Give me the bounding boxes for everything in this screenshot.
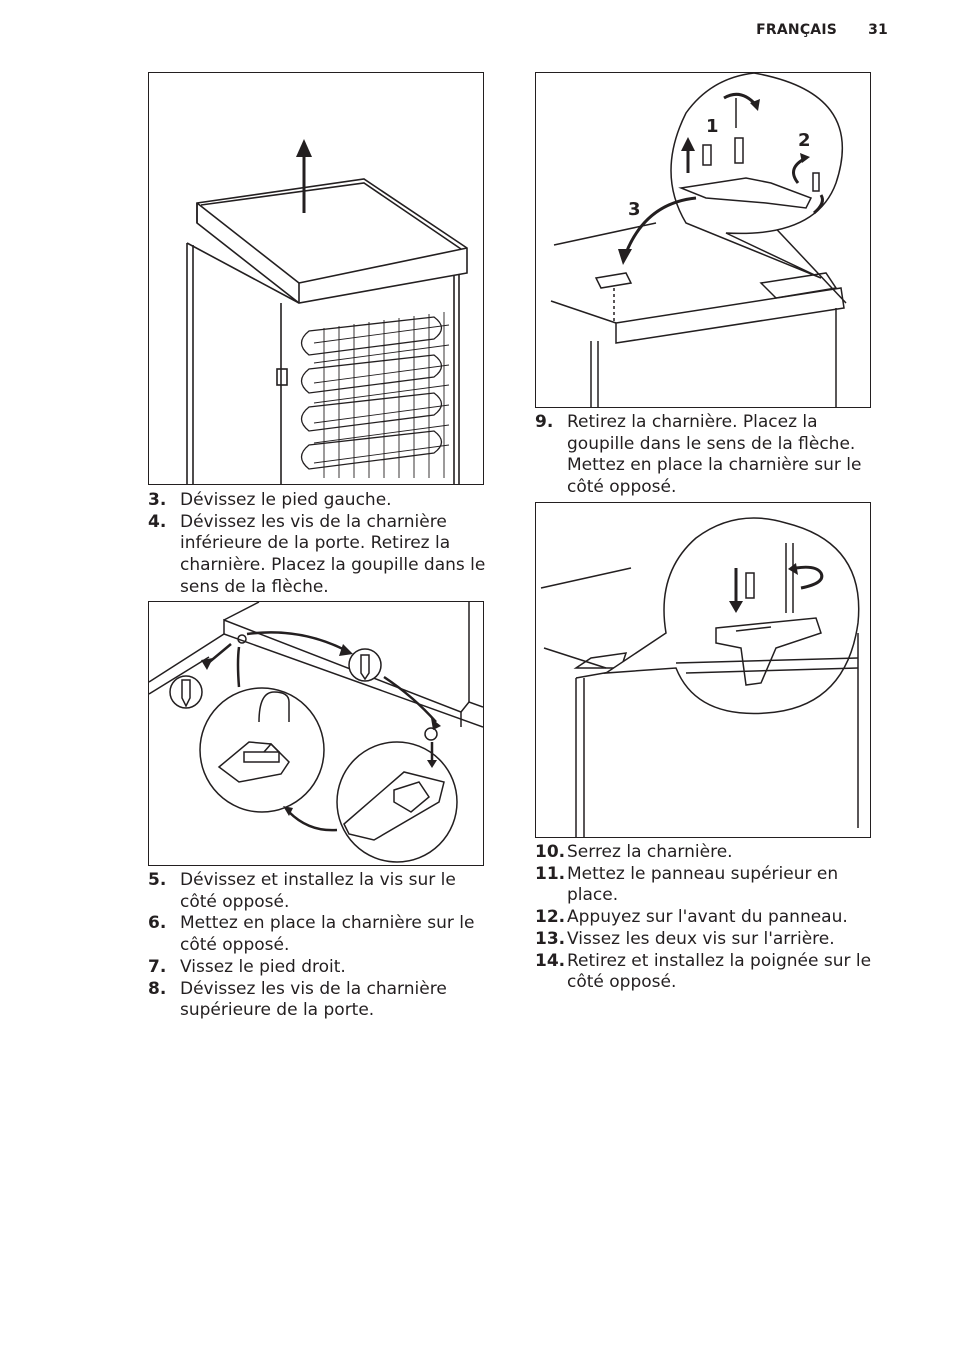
step-item: 13. Vissez les deux vis sur l'arrière.	[535, 928, 835, 949]
steps-list-d: 10. Serrez la charnière. 11. Mettez le p…	[535, 842, 885, 994]
step-item: 5. Dévissez et installez la vis sur le c…	[148, 870, 456, 912]
step-item: 7. Vissez le pied droit.	[148, 956, 346, 977]
step-item: 8. Dévissez les vis de la charnière supé…	[148, 978, 447, 1021]
up-arrow-icon	[296, 139, 312, 213]
step-item: 6. Mettez en place la charnière sur le c…	[148, 913, 475, 956]
step-item: 10. Serrez la charnière.	[535, 842, 733, 862]
screw-icon	[169, 675, 203, 709]
top-panel-illustration	[186, 139, 468, 484]
screw-icon	[348, 648, 382, 682]
figure-upper-hinge: 1 2 3	[535, 72, 871, 408]
step-item: 4. Dévissez les vis de la charnière infé…	[148, 511, 486, 597]
step-item: 9. Retirez la charnière. Placez la goupi…	[535, 412, 862, 498]
callout-2: 2	[798, 130, 811, 151]
step-item: 14. Retirez et installez la poignée sur …	[535, 950, 872, 993]
upper-hinge-illustration: 1 2 3	[550, 73, 847, 407]
language-label: FRANÇAIS	[756, 22, 838, 38]
page-header: FRANÇAIS 31	[756, 22, 888, 38]
steps-list-a: 3. Dévissez le pied gauche. 4. Dévissez …	[148, 490, 488, 599]
page-number: 31	[868, 22, 888, 38]
step-item: 11. Mettez le panneau supérieur en place…	[535, 863, 839, 906]
figure-top-panel-removal	[148, 72, 484, 485]
callout-3: 3	[628, 199, 641, 220]
steps-list-b: 5. Dévissez et installez la vis sur le c…	[148, 870, 498, 1022]
figure-lower-hinge	[148, 601, 484, 866]
step-item: 12. Appuyez sur l'avant du panneau.	[535, 907, 848, 928]
steps-list-c: 9. Retirez la charnière. Placez la goupi…	[535, 412, 875, 499]
hinge-tighten-illustration	[540, 517, 860, 837]
lower-hinge-illustration	[149, 602, 483, 863]
figure-hinge-tighten	[535, 502, 871, 838]
step-item: 3. Dévissez le pied gauche.	[148, 490, 392, 510]
callout-1: 1	[706, 116, 719, 137]
